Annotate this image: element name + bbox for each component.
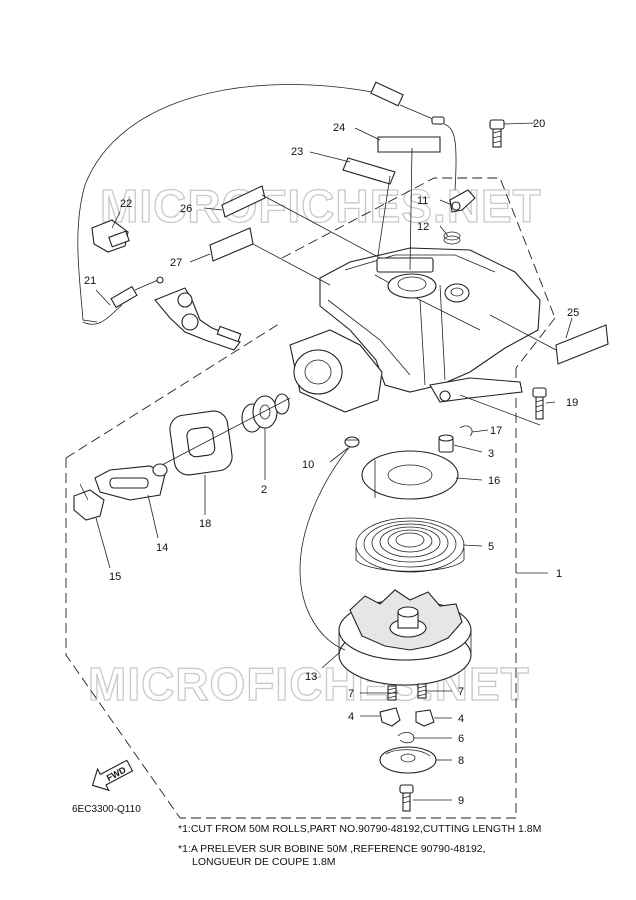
choke-assembly-part-21 (110, 276, 242, 351)
collar-part-3 (438, 434, 454, 453)
pulley-part-13 (338, 589, 472, 686)
assembly-boundary (65, 177, 556, 819)
callout-8: 8 (458, 755, 464, 767)
clip-part-6 (397, 732, 415, 744)
callout-20: 20 (533, 118, 545, 130)
callout-13: 13 (305, 671, 317, 683)
callout-9: 9 (458, 795, 464, 807)
throttle-cable-inner (82, 304, 123, 325)
footnote-fr-line2: LONGUEUR DE COUPE 1.8M (192, 856, 336, 868)
callout-4b: 4 (458, 713, 464, 725)
decal-part-23 (342, 157, 396, 185)
starter-handle-part-14 (94, 463, 168, 501)
pawl-spring-part-7b (417, 683, 427, 699)
callout-6: 6 (458, 733, 464, 745)
callout-22: 22 (120, 198, 132, 210)
fwd-arrow-icon: FWD (91, 759, 134, 792)
callout-15: 15 (109, 571, 121, 583)
handle-rope (159, 397, 291, 467)
clamp-part-22 (91, 219, 130, 253)
rope-guide-part-10 (344, 436, 360, 448)
decal-part-27 (209, 227, 254, 262)
callout-24: 24 (333, 122, 345, 134)
decal-part-24 (377, 136, 441, 153)
callout-5: 5 (488, 541, 494, 553)
callout-3: 3 (488, 448, 494, 460)
decal-part-25 (555, 324, 609, 365)
callout-7b: 7 (458, 686, 464, 698)
pawl-part-4b (415, 709, 435, 727)
bolt-part-9 (399, 784, 414, 812)
spring-part-12 (443, 231, 461, 245)
spiral-spring-part-5 (355, 517, 465, 573)
callout-16: 16 (488, 475, 500, 487)
callout-25: 25 (567, 307, 579, 319)
decal-part-26 (221, 185, 266, 218)
callout-1: 1 (556, 568, 562, 580)
footnote-en: *1:CUT FROM 50M ROLLS,PART NO.90790-4819… (178, 823, 542, 835)
callout-18: 18 (199, 518, 211, 530)
callout-2: 2 (261, 484, 267, 496)
throttle-cable (77, 84, 373, 323)
callout-12: 12 (417, 221, 429, 233)
seal-part-18 (169, 410, 233, 476)
bolt-part-20 (489, 119, 505, 148)
callout-21: 21 (84, 275, 96, 287)
callout-26: 26 (180, 203, 192, 215)
starter-housing-part-1 (289, 247, 541, 413)
watermark-top: MICROFICHES.NET (100, 180, 542, 232)
starter-rope (299, 443, 353, 651)
callouts: 1 2 3 4 4 5 6 7 7 8 9 10 11 12 13 14 15 … (84, 118, 579, 807)
callout-17: 17 (490, 425, 502, 437)
callout-10: 10 (302, 459, 314, 471)
leader-lines (95, 122, 573, 801)
callout-4a: 4 (348, 711, 354, 723)
callout-27: 27 (170, 257, 182, 269)
callout-19: 19 (566, 397, 578, 409)
footnote-fr-line1: *1:A PRELEVER SUR BOBINE 50M ,REFERENCE … (178, 843, 486, 855)
callout-11: 11 (417, 195, 428, 207)
bolt-part-19 (532, 387, 547, 420)
rope-bush-part-2 (241, 393, 290, 433)
pawl-part-4a (379, 707, 401, 727)
callout-23: 23 (291, 146, 303, 158)
callout-14: 14 (156, 542, 168, 554)
diagram-code: 6EC3300-Q110 (72, 804, 141, 815)
plate-part-16 (361, 450, 459, 500)
lever-part-11 (449, 189, 476, 213)
callout-7a: 7 (348, 688, 354, 700)
clip-part-17 (459, 425, 473, 437)
drive-plate-part-8 (379, 746, 437, 774)
handle-clip-part-15 (73, 483, 105, 521)
cable-end-fitting (370, 81, 457, 191)
